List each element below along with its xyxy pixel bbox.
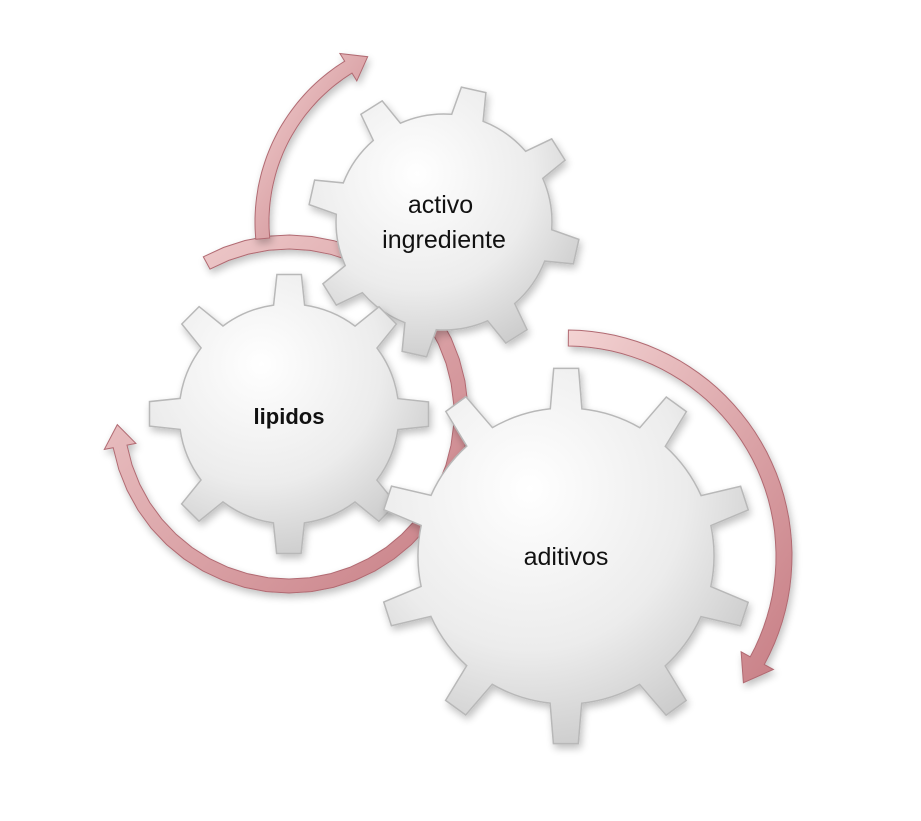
arrow-aditivos	[567, 329, 793, 684]
gear-lipidos-label: lipidos	[254, 404, 325, 429]
arrow-activo	[254, 52, 369, 240]
gear-lipidos-shape	[148, 273, 430, 555]
gear-activo-line-2: ingrediente	[382, 226, 506, 254]
gear-aditivos-line-1: aditivos	[524, 543, 609, 571]
gear-aditivos: aditivos	[382, 367, 750, 745]
gear-aditivos-shape	[382, 367, 750, 745]
gear-lipidos-line-1: lipidos	[254, 404, 325, 429]
gear-activo-ingrediente: activo ingrediente	[308, 86, 580, 358]
arrow-lipidos	[103, 234, 469, 594]
gear-activo-line-1: activo	[408, 191, 473, 219]
gear-activo-shape	[308, 86, 580, 358]
gear-aditivos-label: aditivos	[524, 543, 609, 571]
gear-activo-label: activo ingrediente	[382, 191, 506, 254]
gear-lipidos: lipidos	[148, 273, 430, 555]
